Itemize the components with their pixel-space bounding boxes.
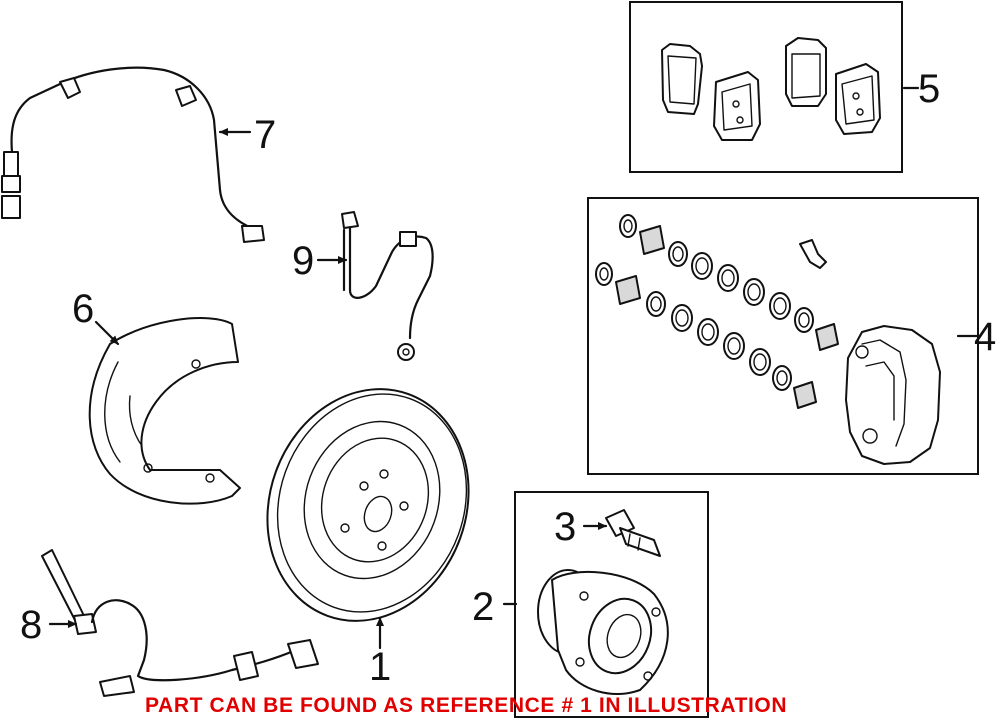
- abs-sensor: [41, 549, 319, 697]
- dust-shield: [88, 317, 241, 505]
- callout-3: 3: [554, 505, 576, 549]
- wear-sensor: [1, 66, 265, 243]
- brake-rotor: [266, 388, 470, 622]
- caliper-kit: [587, 197, 982, 475]
- brake-hose: [341, 211, 434, 361]
- callout-1: 1: [369, 645, 391, 689]
- leader-lines: [48, 128, 608, 650]
- brake-pad-kit: [629, 1, 920, 173]
- callout-4: 4: [974, 315, 996, 359]
- callout-2: 2: [472, 585, 494, 629]
- hub-assembly: [502, 491, 709, 718]
- callout-7: 7: [254, 113, 276, 157]
- callout-9: 9: [292, 239, 314, 283]
- callout-5: 5: [918, 67, 940, 111]
- callout-6: 6: [72, 287, 94, 331]
- reference-note: PART CAN BE FOUND AS REFERENCE # 1 IN IL…: [145, 694, 787, 717]
- callout-8: 8: [20, 603, 42, 647]
